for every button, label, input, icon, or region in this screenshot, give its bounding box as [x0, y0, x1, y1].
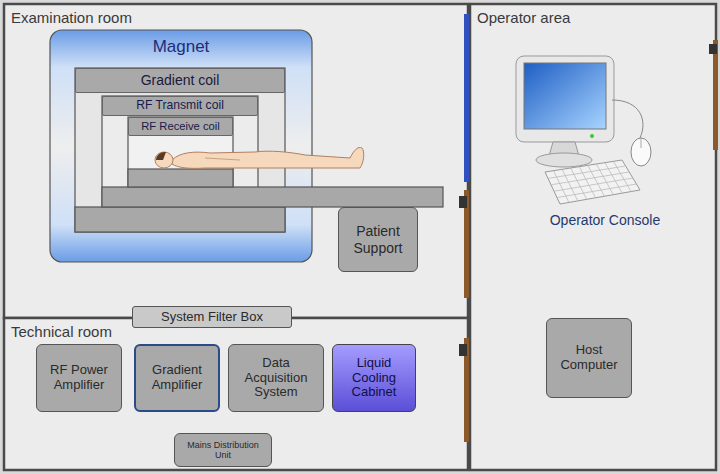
- computer-icon: [516, 56, 651, 204]
- equipment-box: Liquid Cooling Cabinet: [332, 344, 416, 412]
- coil-bar: RF Receive coil: [128, 117, 233, 136]
- door-handle: [459, 196, 467, 208]
- room-region: Host Computer Operator area: [470, 4, 716, 470]
- doors: [459, 14, 718, 442]
- equipment-box: RF Power Amplifier: [36, 344, 122, 412]
- window: [464, 14, 469, 182]
- rooms: [4, 4, 716, 470]
- room-region: RF Power Amplifier Gradient Amplifier Data…: [4, 318, 468, 470]
- equipment-box: Host Computer: [546, 318, 632, 398]
- equipment-box: Gradient Amplifier: [134, 344, 220, 412]
- heading: Examination room: [11, 9, 461, 26]
- equipment-box: Data Acquisition System: [228, 344, 324, 412]
- coil-bar: RF Transmit coil: [102, 96, 258, 116]
- box-label: Mains Distribution Unit: [178, 440, 268, 461]
- box-label: Gradient Amplifier: [139, 363, 215, 393]
- box-label: Patient Support: [342, 223, 414, 255]
- box-label: RF Receive coil: [141, 120, 220, 133]
- coil-bar: Gradient coil: [75, 68, 285, 93]
- box-label: RF Power Amplifier: [40, 363, 118, 393]
- patient-figure: [155, 147, 364, 168]
- filter-box: System Filter Box: [132, 306, 292, 328]
- heading: Technical room: [11, 323, 461, 340]
- magnet-illustration: [50, 30, 443, 262]
- box-label: Host Computer: [550, 343, 628, 373]
- room-region: Gradient coil RF Transmit coil RF Receive …: [4, 4, 468, 318]
- door-handle: [709, 44, 717, 54]
- box-label: Liquid Cooling Cabinet: [336, 356, 412, 401]
- heading: Magnet: [50, 37, 312, 57]
- box-label: System Filter Box: [161, 310, 263, 325]
- equipment-box: Mains Distribution Unit: [174, 433, 272, 467]
- box-label: Gradient coil: [141, 72, 220, 88]
- box-label: Data Acquisition System: [232, 356, 320, 401]
- magnet: Gradient coil RF Transmit coil RF Receive …: [50, 30, 312, 262]
- heading: Operator area: [477, 9, 709, 26]
- equipment-box: Patient Support: [338, 207, 418, 272]
- door-handle: [459, 344, 467, 356]
- box-label: RF Transmit coil: [136, 99, 224, 113]
- icon-caption: Operator Console: [525, 212, 685, 228]
- door: [713, 40, 718, 150]
